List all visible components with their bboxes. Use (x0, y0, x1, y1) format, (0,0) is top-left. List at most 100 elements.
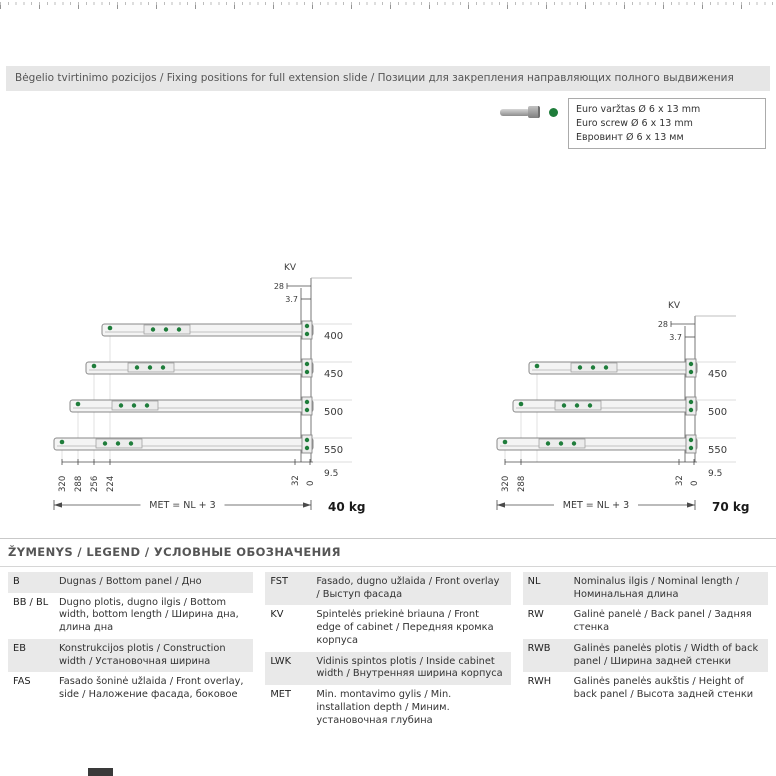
fixing-hole (304, 369, 310, 375)
length-label: 500 (708, 407, 727, 418)
legend-row: RWH Galinės panelės aukštis / Height of … (523, 672, 768, 705)
kv-label: KV (284, 263, 297, 273)
fixing-hole (59, 439, 65, 445)
legend-column: NL Nominalus ilgis / Nominal length / Но… (522, 572, 768, 706)
fixing-hole (304, 437, 310, 443)
length-label: 550 (708, 445, 727, 456)
length-label: 400 (324, 331, 343, 342)
fixing-hole (115, 441, 121, 446)
legend-desc: Nominalus ilgis / Nominal length / Номин… (573, 576, 739, 600)
drawer-slide-rail (101, 323, 314, 337)
fixing-hole (91, 363, 97, 369)
fixing-hole (128, 441, 134, 446)
rear-dim-label: 320 (58, 476, 68, 492)
fixing-hole (603, 365, 609, 370)
legend-term: MET (270, 689, 291, 701)
front-dim-label: 32 (291, 475, 301, 486)
front-dim-label: 0 (690, 481, 700, 486)
legend-term: RWH (527, 676, 552, 688)
fixing-hole (590, 365, 596, 370)
legend-term: B (13, 576, 20, 587)
screw-note-box: Euro varžtas Ø 6 x 13 mm Euro screw Ø 6 … (568, 98, 766, 150)
front-dim-label: 32 (675, 475, 685, 486)
rear-dim-label: 320 (501, 476, 511, 492)
rear-dim-label: 256 (90, 476, 100, 492)
screw-note-line: Евровинт Ø 6 x 13 мм (576, 131, 684, 143)
legend-title: ŽYMENYS / LEGEND / УСЛОВНЫЕ ОБОЗНАЧЕНИЯ (8, 545, 341, 559)
fixing-hole (688, 407, 694, 413)
legend-row: B Dugnas / Bottom panel / Дно (8, 572, 254, 593)
legend-desc: Vidinis spintos plotis / Inside cabinet … (316, 655, 503, 680)
bottom-offset-label: 9.5 (324, 469, 338, 479)
fixing-hole (688, 361, 694, 367)
drawer-slide-rail (512, 399, 698, 413)
drawer-slide-rail (85, 361, 314, 375)
front-bracket (301, 396, 313, 416)
legend-desc: Konstrukcijos plotis / Construction widt… (59, 642, 226, 667)
legend-row: MET Min. montavimo gylis / Min. installa… (265, 685, 510, 731)
legend-row: EB Konstrukcijos plotis / Construction w… (8, 638, 254, 673)
fixing-hole (561, 403, 567, 408)
legend-term: RWB (527, 642, 551, 654)
divider (0, 538, 776, 539)
fixing-hole (144, 403, 150, 408)
fixing-hole (688, 399, 694, 405)
rear-dim-label: 288 (74, 476, 84, 492)
legend-term: RW (527, 609, 544, 621)
print-ruler (0, 2, 776, 11)
legend-column: B Dugnas / Bottom panel / Дно BB / BL Du… (8, 572, 254, 706)
legend-desc: Dugnas / Bottom panel / Дно (59, 576, 202, 587)
legend-table: B Dugnas / Bottom panel / Дно BB / BL Du… (8, 572, 768, 731)
length-label: 450 (708, 369, 727, 380)
front-bracket (685, 396, 697, 416)
print-mark (88, 768, 113, 776)
fixing-hole (134, 365, 140, 370)
fixing-hole (163, 327, 169, 332)
legend-term: FST (270, 576, 288, 587)
legend-desc: Galinės panelės plotis / Width of back p… (573, 642, 759, 667)
fixing-hole (587, 403, 593, 408)
fixing-hole (75, 401, 81, 407)
legend-desc: Galinė panelė / Back panel / Задняя стен… (573, 609, 752, 634)
fixing-hole (304, 331, 310, 337)
fixing-hole (150, 327, 156, 332)
drawer-slide-rail (69, 399, 314, 413)
drawer-slide-rail (53, 437, 314, 451)
front-bracket (301, 320, 313, 340)
fixing-hole (304, 399, 310, 405)
top-dim-label: 28 (274, 282, 284, 291)
fixing-hole (160, 365, 166, 370)
fixing-hole (688, 445, 694, 451)
screw-note-line: Euro screw Ø 6 x 13 mm (576, 117, 693, 129)
fixing-hole (118, 403, 124, 408)
screw-note-line: Euro varžtas Ø 6 x 13 mm (576, 104, 701, 115)
length-label: 500 (324, 407, 343, 418)
fixing-hole-icon (549, 108, 558, 117)
fixing-hole (577, 365, 583, 370)
top-dim-label: 28 (658, 320, 668, 329)
section-header-text: Bėgelio tvirtinimo pozicijos / Fixing po… (15, 72, 734, 84)
legend-desc: Fasado šoninė užlaida / Front overlay, s… (59, 676, 244, 701)
divider (0, 566, 776, 567)
screw-head (528, 106, 540, 118)
bottom-offset-label: 9.5 (708, 469, 722, 479)
fixing-hole (545, 441, 551, 446)
front-dim-label: 0 (306, 481, 316, 486)
legend-row: KV Spintelės priekinė briauna / Front ed… (265, 605, 510, 651)
legend-desc: Galinės panelės aukštis / Height of back… (573, 676, 754, 701)
legend-column: FST Fasado, dugno užlaida / Front overla… (265, 572, 511, 731)
legend-row: FAS Fasado šoninė užlaida / Front overla… (8, 672, 253, 705)
legend-row: FST Fasado, dugno užlaida / Front overla… (265, 572, 511, 606)
fixing-hole (304, 445, 310, 451)
legend-term: KV (270, 609, 284, 621)
kv-label: KV (668, 301, 681, 311)
fixing-hole (688, 369, 694, 375)
front-bracket (685, 358, 697, 378)
legend-desc: Min. montavimo gylis / Min. installation… (316, 689, 452, 726)
legend-row: RWB Galinės panelės plotis / Width of ba… (522, 638, 768, 673)
fixing-hole (176, 327, 182, 332)
legend-row: NL Nominalus ilgis / Nominal length / Но… (522, 572, 768, 606)
